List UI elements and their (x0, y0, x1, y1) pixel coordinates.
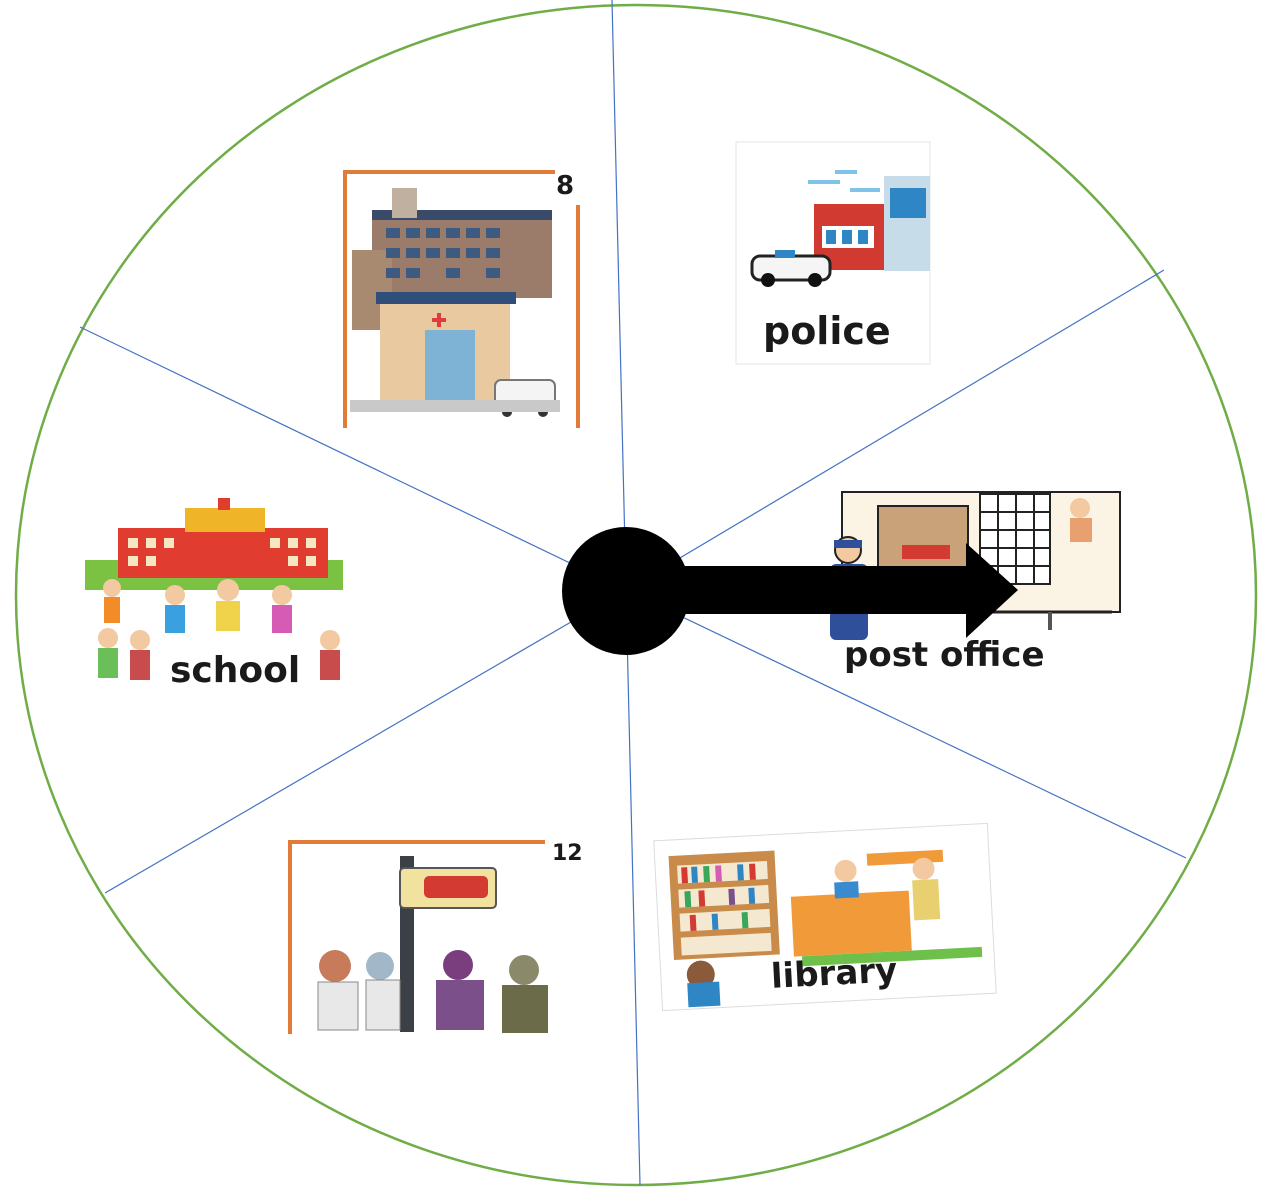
wheel-dividers (79, 0, 1187, 1186)
divider-line (625, 269, 1165, 591)
school-icon (85, 498, 343, 680)
school-label: school (170, 650, 300, 691)
bus-stop-card: 12 (288, 838, 590, 1034)
library-icon (668, 849, 983, 1008)
hospital-icon (350, 188, 560, 417)
police-label: police (763, 309, 891, 353)
spinner[interactable] (562, 527, 1018, 655)
divider-line (625, 589, 641, 1186)
police-station-icon (750, 170, 930, 287)
divider-line (104, 589, 627, 894)
library-card: library (653, 822, 997, 1012)
spinner-hub[interactable] (562, 527, 690, 655)
hospital-number: 8 (556, 171, 574, 201)
hospital-card: 8 (342, 165, 594, 430)
police-card: police (735, 141, 931, 365)
divider-line (625, 589, 1187, 859)
post-office-label: post office (844, 635, 1045, 675)
school-card: school (85, 492, 343, 691)
library-label: library (770, 950, 898, 997)
arrow-right-icon[interactable] (680, 543, 1018, 638)
divider-line (611, 0, 627, 591)
divider-line (79, 326, 627, 591)
bus-stop-number: 12 (552, 841, 583, 866)
bus-stop-icon (317, 856, 548, 1033)
